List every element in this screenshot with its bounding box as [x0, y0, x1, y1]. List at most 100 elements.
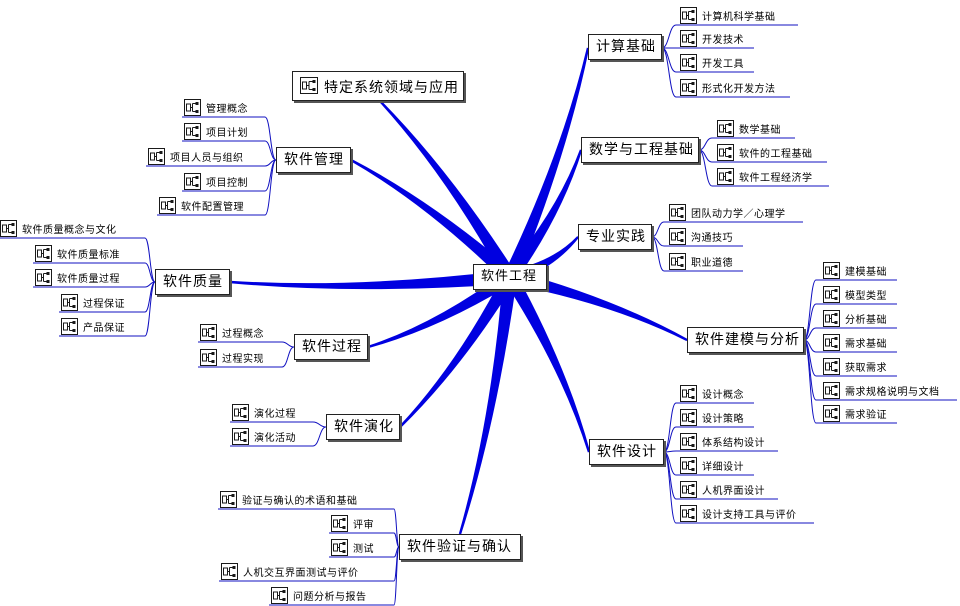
- leaf-label: 团队动力学／心理学: [691, 209, 786, 220]
- branch-node-computing-foundations[interactable]: 计算基础: [588, 34, 662, 60]
- leaf-connector: [144, 262, 156, 283]
- leaf-connector: [651, 221, 665, 238]
- branch-node-software-design[interactable]: 软件设计: [589, 439, 664, 465]
- leaf-label: 形式化开发方法: [702, 84, 776, 95]
- topic-icon: [669, 228, 686, 245]
- topic-icon: [200, 324, 217, 341]
- leaf-connector: [803, 327, 817, 341]
- leaf-connector: [663, 402, 677, 453]
- branch-node-software-management[interactable]: 软件管理: [276, 147, 351, 173]
- leaf-label: 演化过程: [254, 409, 296, 420]
- branch-node-software-process[interactable]: 软件过程: [294, 334, 368, 360]
- branch-connector: [503, 274, 591, 453]
- leaf-connector: [312, 426, 327, 447]
- branch-label: 特定系统领域与应用: [324, 80, 459, 96]
- topic-icon: [232, 428, 249, 445]
- leaf-label: 软件工程经济学: [739, 173, 813, 184]
- topic-icon: [331, 539, 348, 556]
- topic-icon: [680, 54, 697, 71]
- topic-icon: [717, 120, 734, 137]
- topic-icon: [232, 404, 249, 421]
- leaf-label: 需求规格说明与文档: [845, 387, 940, 398]
- topic-icon: [61, 318, 78, 335]
- leaf-connector: [661, 24, 677, 49]
- topic-icon: [148, 148, 165, 165]
- leaf-connector: [803, 279, 817, 341]
- leaf-connector: [264, 140, 277, 161]
- leaf-label: 演化活动: [254, 433, 296, 444]
- leaf-label: 需求验证: [845, 410, 887, 421]
- leaf-label: 软件配置管理: [181, 202, 244, 213]
- leaf-label: 设计概念: [702, 390, 744, 401]
- leaf-label: 开发工具: [702, 59, 744, 70]
- leaf-connector: [661, 47, 677, 73]
- leaf-connector: [264, 116, 277, 161]
- topic-icon: [680, 481, 697, 498]
- leaf-connector: [803, 339, 817, 424]
- leaf-label: 过程保证: [83, 299, 125, 310]
- topic-icon: [159, 197, 176, 214]
- branch-connector: [379, 100, 516, 282]
- leaf-label: 产品保证: [83, 323, 125, 334]
- branch-node-professional-practice[interactable]: 专业实践: [578, 224, 652, 250]
- leaf-label: 开发技术: [702, 35, 744, 46]
- topic-icon: [0, 220, 17, 237]
- topic-icon: [680, 457, 697, 474]
- topic-icon: [331, 515, 348, 532]
- leaf-connector: [663, 426, 677, 453]
- leaf-label: 项目计划: [206, 128, 248, 139]
- leaf-label: 需求基础: [845, 339, 887, 350]
- leaf-connector: [312, 421, 327, 428]
- leaf-label: 设计支持工具与评价: [702, 510, 797, 521]
- leaf-label: 分析基础: [845, 315, 887, 326]
- leaf-connector: [698, 149, 713, 187]
- topic-icon: [184, 99, 201, 116]
- branch-connector: [399, 272, 516, 428]
- leaf-label: 详细设计: [702, 462, 744, 473]
- leaf-label: 管理概念: [206, 104, 248, 115]
- topic-icon: [717, 168, 734, 185]
- leaf-label: 软件质量标准: [57, 250, 120, 261]
- leaf-label: 项目控制: [206, 178, 248, 189]
- topic-icon: [823, 382, 840, 399]
- leaf-connector: [144, 281, 156, 337]
- topic-icon: [271, 587, 288, 604]
- leaf-connector: [281, 346, 295, 368]
- leaf-connector: [393, 546, 400, 606]
- branch-node-verification-validation[interactable]: 软件验证与确认: [399, 534, 521, 560]
- leaf-label: 职业道德: [691, 258, 733, 269]
- branch-node-modeling-analysis[interactable]: 软件建模与分析: [687, 327, 804, 353]
- branch-node-math-engineering[interactable]: 数学与工程基础: [581, 137, 699, 163]
- leaf-label: 软件质量过程: [57, 274, 120, 285]
- leaf-label: 数学基础: [739, 125, 781, 136]
- leaf-label: 沟通技巧: [691, 233, 733, 244]
- leaf-label: 建模基础: [845, 267, 887, 278]
- branch-connector: [458, 275, 517, 535]
- branch-node-software-quality[interactable]: 软件质量: [155, 269, 230, 295]
- branch-node-software-evolution[interactable]: 软件演化: [326, 414, 400, 440]
- topic-icon: [35, 269, 52, 286]
- leaf-connector: [651, 236, 665, 272]
- leaf-label: 问题分析与报告: [293, 592, 367, 603]
- topic-icon: [669, 253, 686, 270]
- topic-icon: [680, 7, 697, 24]
- topic-icon: [717, 144, 734, 161]
- topic-icon: [680, 433, 697, 450]
- topic-icon: [680, 505, 697, 522]
- topic-icon: [221, 563, 238, 580]
- leaf-label: 模型类型: [845, 291, 887, 302]
- leaf-label: 验证与确认的术语和基础: [242, 496, 358, 507]
- topic-icon: [823, 262, 840, 279]
- branch-node-domain-applications[interactable]: 特定系统领域与应用: [292, 71, 464, 101]
- leaf-label: 人机界面设计: [702, 486, 765, 497]
- leaf-label: 项目人员与组织: [170, 153, 244, 164]
- leaf-connector: [144, 237, 156, 283]
- topic-icon: [300, 77, 318, 99]
- topic-icon: [823, 310, 840, 327]
- leaf-connector: [661, 47, 677, 98]
- topic-icon: [184, 123, 201, 140]
- center-node[interactable]: 软件工程: [473, 264, 547, 290]
- leaf-label: 人机交互界面测试与评价: [243, 568, 359, 579]
- topic-icon: [680, 409, 697, 426]
